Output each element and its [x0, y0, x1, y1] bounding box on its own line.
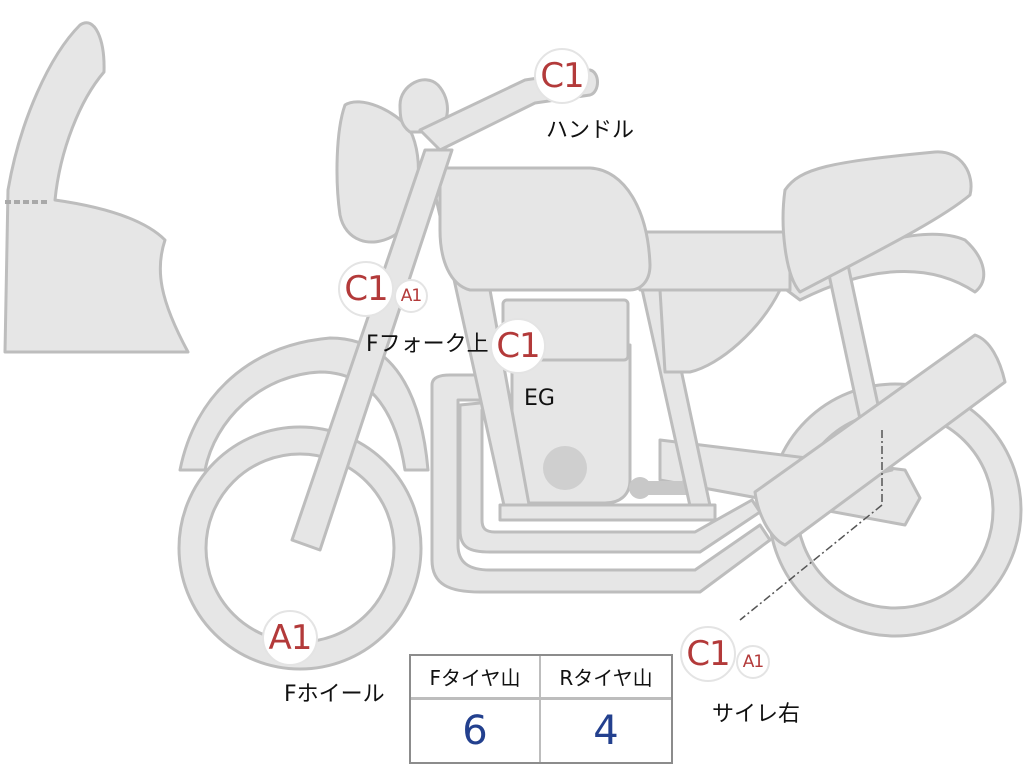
meter: [398, 78, 449, 134]
muffler: [753, 333, 1007, 547]
side-cover: [658, 288, 782, 374]
fork-upper-label: Fフォーク上: [366, 332, 489, 357]
tire-tread-table: Fタイヤ山 Rタイヤ山 6 4: [409, 654, 673, 764]
muffler-right-grade-sub: A1: [736, 645, 770, 679]
exhaust-pipe-upper: [458, 398, 762, 554]
front-cowl: [3, 21, 190, 354]
front-wheel-label: Fホイール: [284, 682, 385, 707]
rear-tire-tread-header: Rタイヤ山: [541, 656, 671, 700]
seat-rear: [781, 150, 973, 294]
front-tire-tread-value: 6: [411, 700, 541, 762]
fork-upper-grade-main: C1: [338, 261, 394, 317]
engine-grade-badge: C1: [490, 318, 546, 374]
seat: [631, 230, 792, 292]
exhaust-pipe-lower: [430, 373, 772, 594]
frame-bottom: [498, 503, 717, 522]
fork-upper-grade-sub: A1: [394, 279, 428, 313]
handle-label: ハンドル: [546, 118, 635, 143]
engine-cover: [543, 446, 587, 490]
front-wheel-grade-badge: A1: [262, 610, 318, 666]
muffler-right-grade-main: C1: [680, 626, 736, 682]
front-tire-tread-header: Fタイヤ山: [411, 656, 541, 700]
rear-tire-tread-value: 4: [593, 708, 619, 754]
engine-label: EG: [524, 386, 555, 411]
muffler-right-label: サイレ右: [712, 702, 801, 727]
handle-grade-badge: C1: [534, 48, 590, 104]
fuel-tank: [438, 166, 652, 292]
